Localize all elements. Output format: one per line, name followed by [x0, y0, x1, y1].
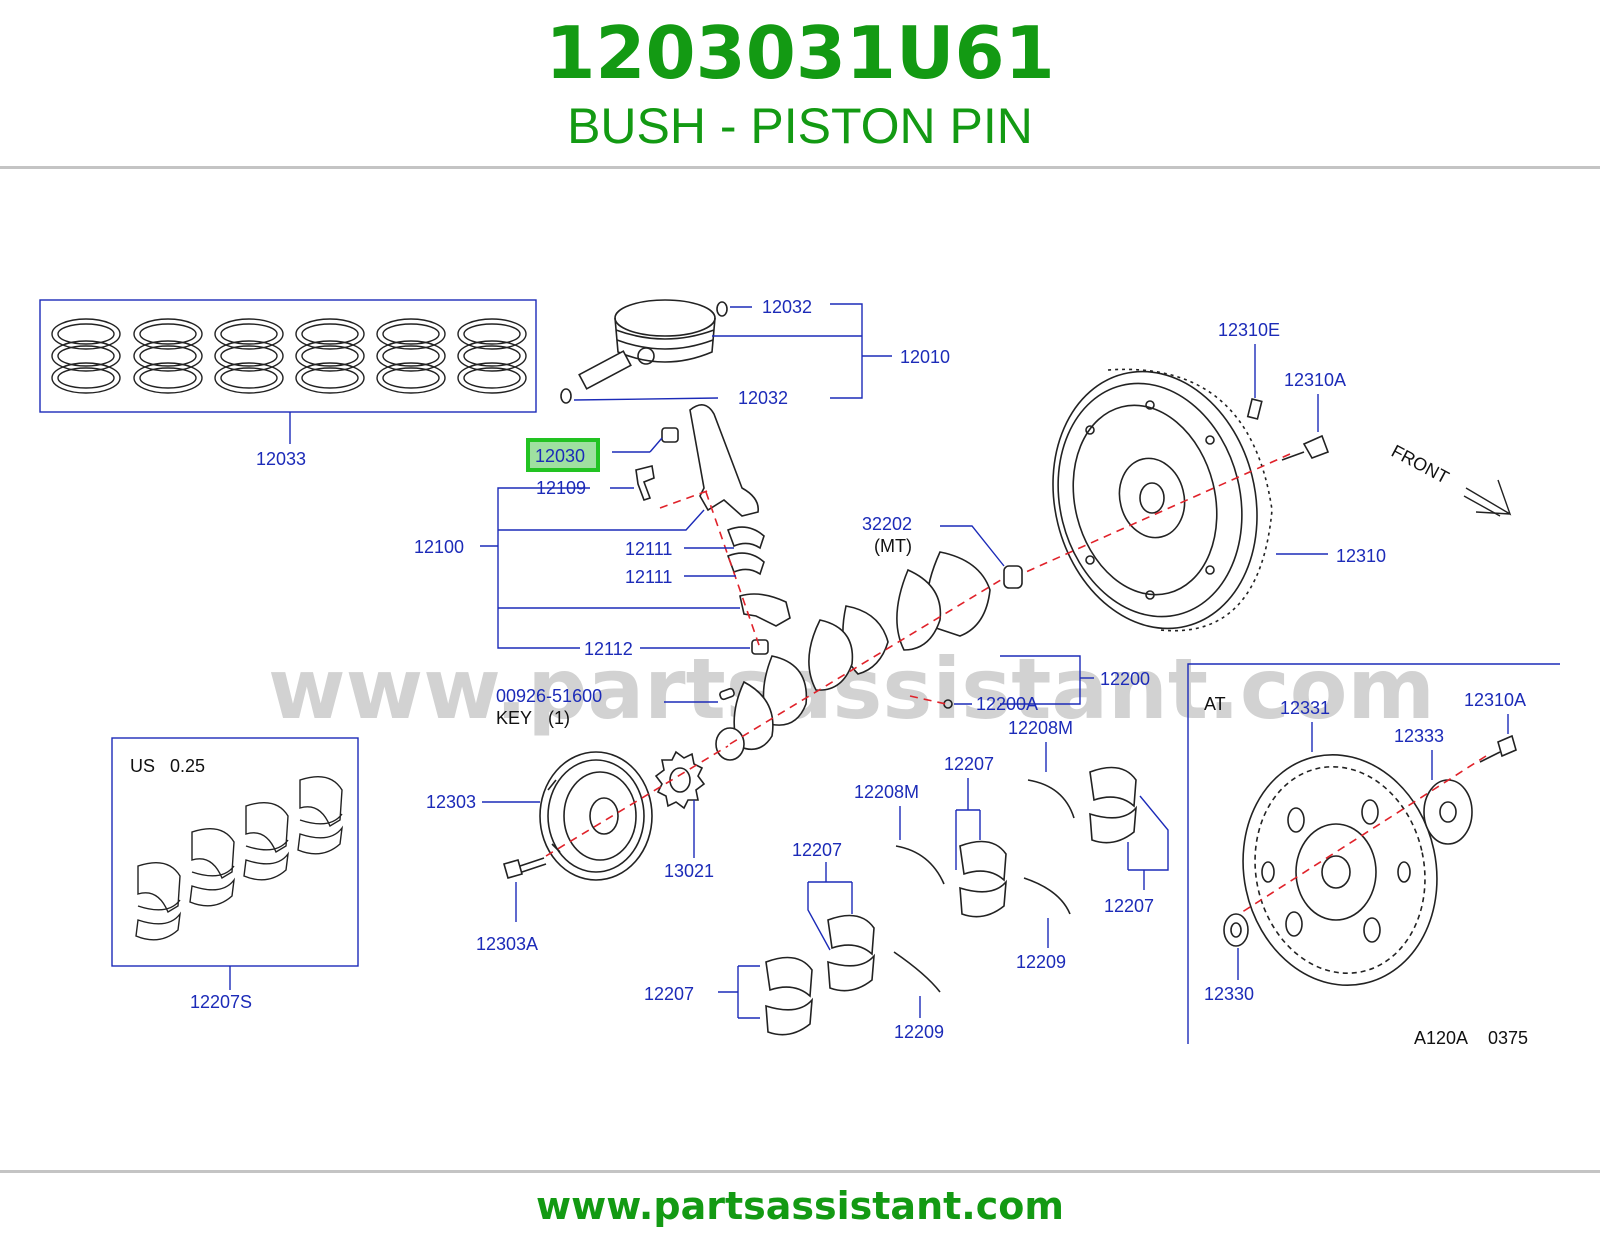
label-12303[interactable]: 12303 [426, 792, 476, 812]
header-divider [0, 166, 1600, 169]
label-12032-top[interactable]: 12032 [762, 297, 812, 317]
label-mt: (MT) [874, 536, 912, 556]
flywheel-mt [1052, 368, 1273, 632]
at-section-frame [1187, 663, 1560, 1044]
label-12208M-right[interactable]: 12208M [1008, 718, 1073, 738]
label-12207-upper[interactable]: 12207 [944, 754, 994, 774]
label-12303A[interactable]: 12303A [476, 934, 538, 954]
at-bolt [1479, 734, 1517, 763]
main-bearings [765, 766, 1137, 1036]
label-12331[interactable]: 12331 [1280, 698, 1330, 718]
label-12112[interactable]: 12112 [584, 639, 633, 659]
diagram-code: A120A [1414, 1028, 1468, 1048]
label-12032-bottom[interactable]: 12032 [738, 388, 788, 408]
label-12111-b[interactable]: 12111 [625, 567, 672, 587]
label-12333[interactable]: 12333 [1394, 726, 1444, 746]
label-12310A[interactable]: 12310A [1284, 370, 1346, 390]
label-key-qty: (1) [548, 708, 570, 728]
piston [560, 299, 892, 404]
label-us: US [130, 756, 155, 776]
label-12330[interactable]: 12330 [1204, 984, 1254, 1004]
label-12207-middle[interactable]: 12207 [792, 840, 842, 860]
part-description: BUSH - PISTON PIN [567, 98, 1033, 154]
highlight-box-12030 [526, 438, 600, 472]
pilot-converter [1223, 913, 1249, 947]
label-key: KEY [496, 708, 532, 728]
label-12209-right[interactable]: 12209 [1016, 952, 1066, 972]
label-12010[interactable]: 12010 [900, 347, 950, 367]
connecting-rod [635, 404, 791, 655]
reinforcement-plate [1423, 779, 1473, 845]
label-00926-51600[interactable]: 00926-51600 [496, 686, 602, 706]
label-12207-right[interactable]: 12207 [1104, 896, 1154, 916]
page-header: 1203031U61 BUSH - PISTON PIN [0, 0, 1600, 168]
undersize-bearing-set [111, 737, 359, 990]
piston-ring-set [39, 299, 537, 444]
diagram-code-number: 0375 [1488, 1028, 1528, 1048]
label-12100[interactable]: 12100 [414, 537, 464, 557]
label-us-value: 0.25 [170, 756, 205, 776]
crank-pulley [539, 751, 653, 881]
drive-plate-at [1242, 753, 1438, 987]
front-label: FRONT [1388, 441, 1452, 488]
footer-divider [0, 1170, 1600, 1173]
footer-url[interactable]: www.partsassistant.com [536, 1184, 1064, 1228]
label-12310A-at[interactable]: 12310A [1464, 690, 1526, 710]
label-12207S[interactable]: 12207S [190, 992, 252, 1012]
label-12310[interactable]: 12310 [1336, 546, 1386, 566]
label-12207-lower[interactable]: 12207 [644, 984, 694, 1004]
label-12310E[interactable]: 12310E [1218, 320, 1280, 340]
label-12033[interactable]: 12033 [256, 449, 306, 469]
label-32202[interactable]: 32202 [862, 514, 912, 534]
label-12030[interactable]: 12030 [535, 446, 585, 466]
part-number: 1203031U61 [545, 11, 1055, 95]
crank-pulley-bolt [503, 857, 547, 879]
label-12111-a[interactable]: 12111 [625, 539, 672, 559]
label-12200[interactable]: 12200 [1100, 669, 1150, 689]
label-13021[interactable]: 13021 [664, 861, 714, 881]
crank-sprocket [654, 750, 706, 810]
label-12200A[interactable]: 12200A [976, 694, 1038, 714]
label-12208M-left[interactable]: 12208M [854, 782, 919, 802]
crankshaft [715, 551, 1005, 761]
label-at: AT [1204, 694, 1226, 714]
label-12209-left[interactable]: 12209 [894, 1022, 944, 1042]
